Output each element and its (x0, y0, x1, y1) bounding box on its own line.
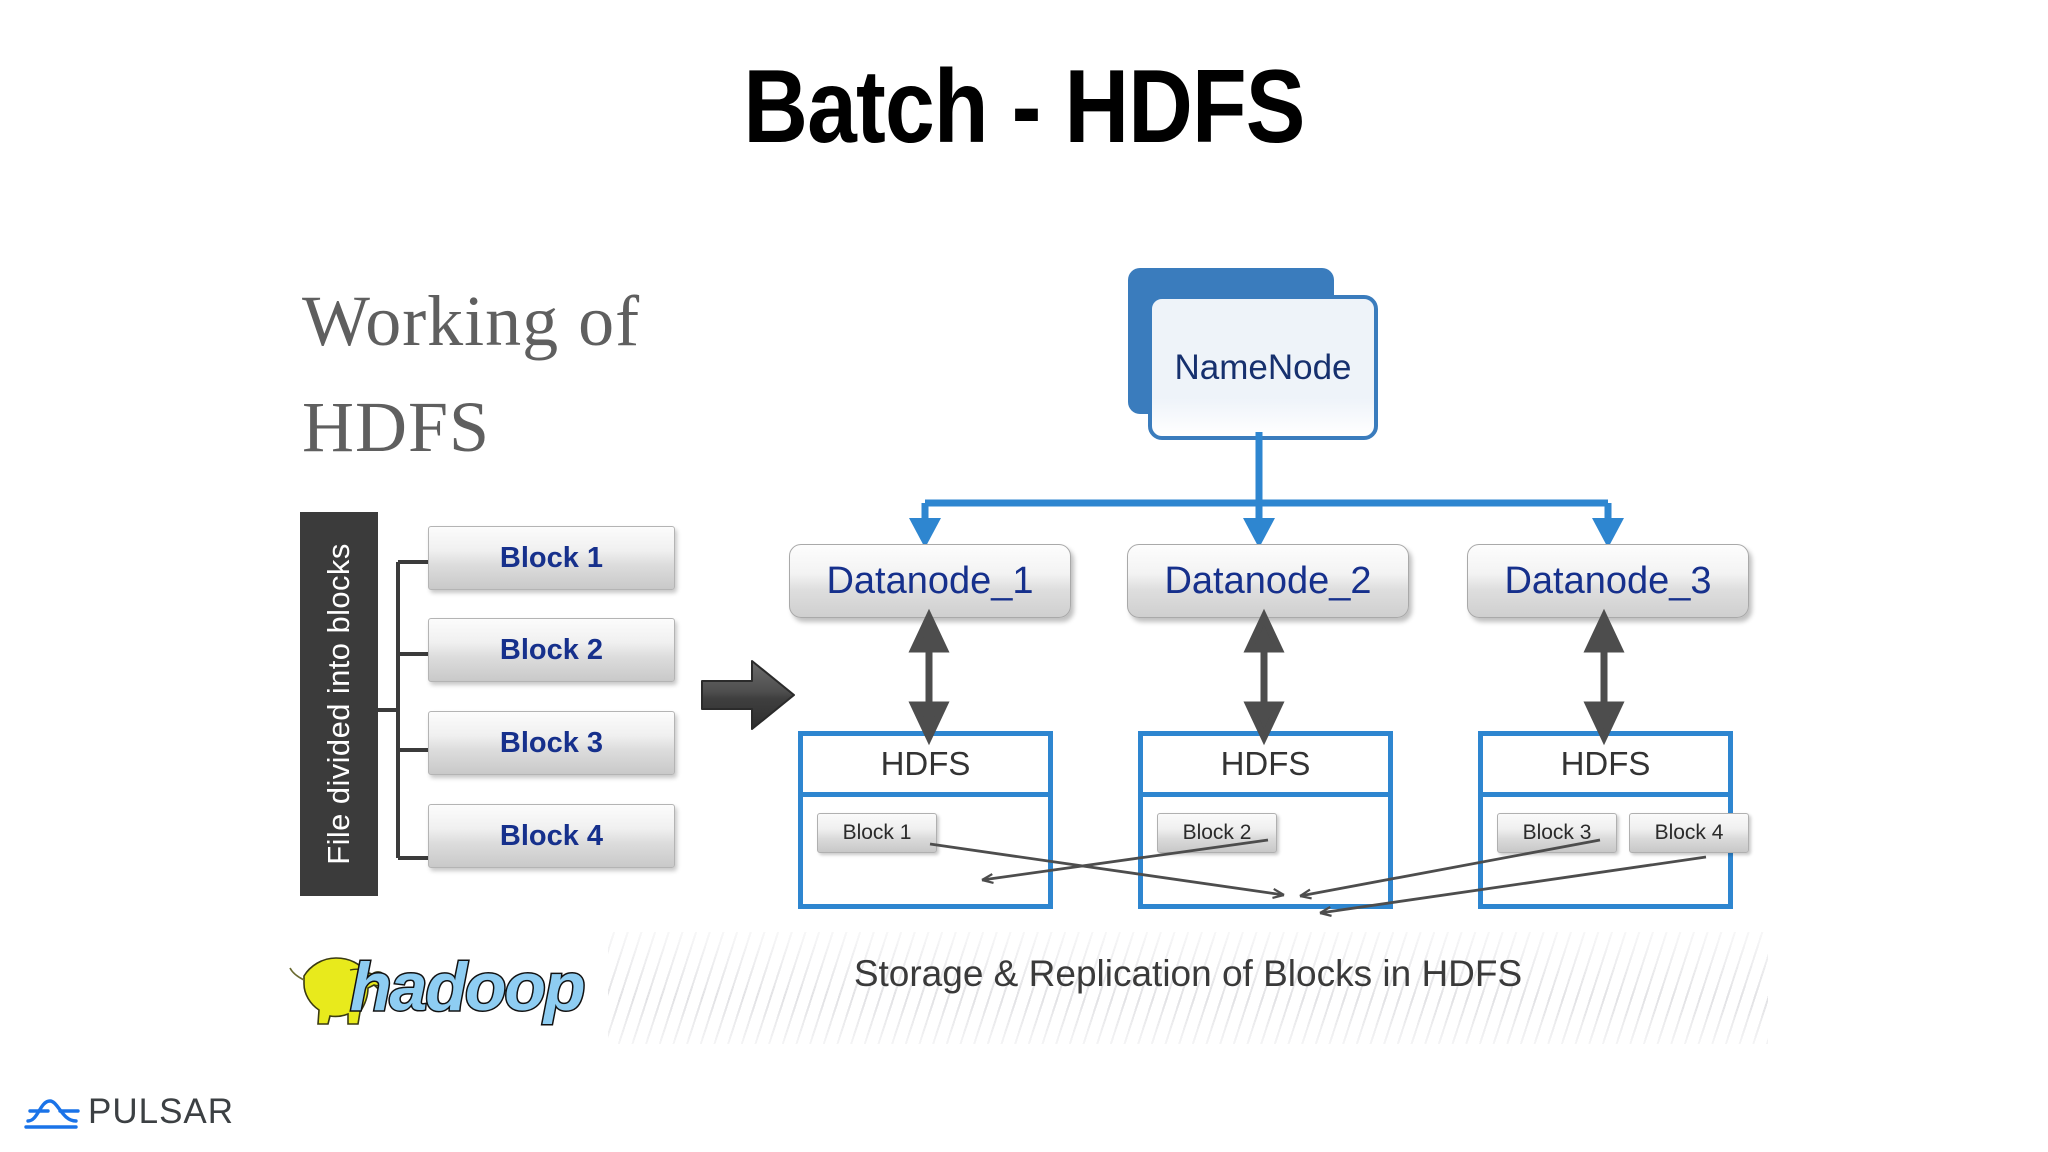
hdfs-node-1[interactable]: HDFS Block 1 (798, 731, 1053, 909)
stored-block-label: Block 4 (1654, 821, 1724, 844)
diagram-caption: Storage & Replication of Blocks in HDFS (853, 953, 1523, 994)
hdfs-node-2-body: Block 2 (1143, 797, 1388, 925)
hdfs-node-1-body: Block 1 (803, 797, 1048, 925)
hadoop-logo: hadoop (288, 940, 598, 1032)
diagram-heading-line1: Working of (302, 281, 641, 361)
hdfs-node-3-title: HDFS (1483, 736, 1728, 797)
datanode-1-box[interactable]: Datanode_1 (789, 544, 1071, 618)
stored-block[interactable]: Block 2 (1157, 813, 1277, 853)
page-title: Batch - HDFS (743, 49, 1305, 165)
hdfs-node-2-title: HDFS (1143, 736, 1388, 797)
hadoop-wordmark: hadoop (349, 948, 588, 1027)
datanode-2-label: Datanode_2 (1164, 559, 1372, 602)
diagram-heading-line2: HDFS (302, 387, 491, 467)
source-block-4-label: Block 4 (499, 819, 604, 852)
caption-hatch-pattern (608, 932, 1768, 1044)
stored-block-label: Block 2 (1182, 821, 1252, 844)
file-divided-label-bar: File divided into blocks (300, 512, 378, 896)
datanode-1-label: Datanode_1 (826, 559, 1034, 602)
source-block-3[interactable]: Block 3 (428, 711, 675, 775)
hdfs-node-3-body: Block 3 Block 4 (1483, 797, 1749, 925)
source-block-4[interactable]: Block 4 (428, 804, 675, 868)
stored-block-label: Block 1 (842, 821, 912, 844)
flow-right-arrow-icon (701, 660, 795, 730)
datanode-2-box[interactable]: Datanode_2 (1127, 544, 1409, 618)
pulsar-wordmark: PULSAR (88, 1092, 235, 1131)
diagram-heading: Working of HDFS (302, 268, 862, 480)
pulsar-logo: PULSAR (24, 1088, 234, 1136)
namenode-box[interactable]: NameNode (1148, 295, 1378, 440)
hdfs-node-3[interactable]: HDFS Block 3 Block 4 (1478, 731, 1749, 909)
datanode-3-label: Datanode_3 (1504, 559, 1712, 602)
stored-block[interactable]: Block 3 (1497, 813, 1617, 853)
source-block-1-label: Block 1 (499, 541, 604, 574)
hadoop-elephant-icon (289, 957, 386, 1025)
block-bracket-icon (378, 560, 428, 860)
source-block-2[interactable]: Block 2 (428, 618, 675, 682)
pulsar-wave-icon (24, 1099, 80, 1129)
stored-block[interactable]: Block 1 (817, 813, 937, 853)
namenode-label: NameNode (1174, 347, 1352, 387)
hdfs-node-1-title: HDFS (803, 736, 1048, 797)
source-block-2-label: Block 2 (499, 633, 604, 666)
stored-block-label: Block 3 (1522, 821, 1592, 844)
hdfs-node-2[interactable]: HDFS Block 2 (1138, 731, 1393, 909)
file-divided-label-text: File divided into blocks (321, 543, 356, 865)
datanode-3-box[interactable]: Datanode_3 (1467, 544, 1749, 618)
source-block-3-label: Block 3 (499, 726, 604, 759)
source-block-1[interactable]: Block 1 (428, 526, 675, 590)
stored-block[interactable]: Block 4 (1629, 813, 1749, 853)
